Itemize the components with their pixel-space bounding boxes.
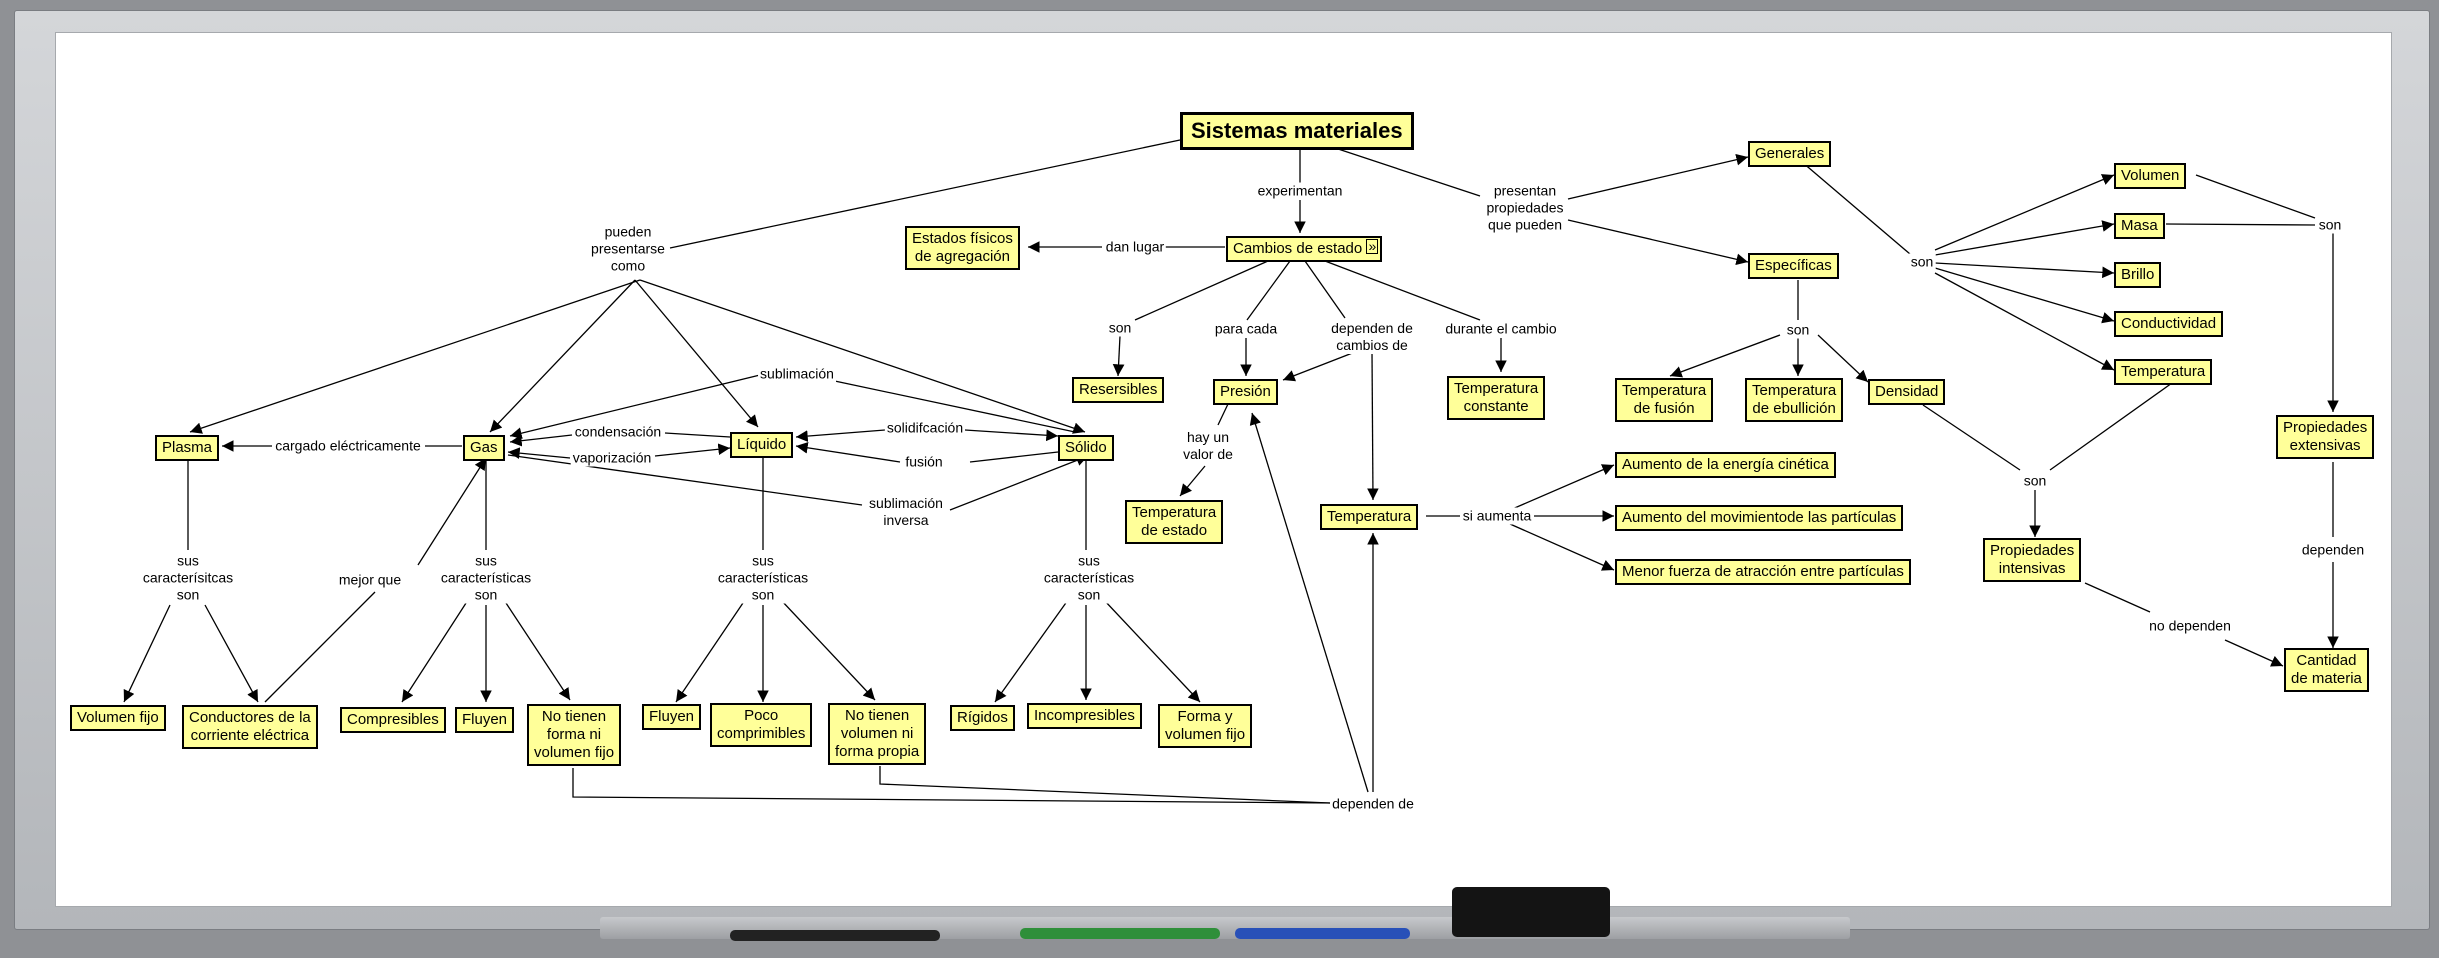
link-presentan-propiedades: presentan propiedades que pueden (1484, 182, 1566, 234)
link-si-aumenta: si aumenta (1460, 507, 1534, 525)
link-dan-lugar: dan lugar (1103, 238, 1167, 256)
concept-conductores: Conductores de la corriente eléctrica (182, 705, 318, 749)
concept-gas: Gas (463, 435, 505, 461)
concept-temperatura-ebullicion: Temperatura de ebullición (1745, 378, 1844, 422)
concept-densidad: Densidad (1868, 379, 1946, 405)
link-son-cambios: son (1106, 319, 1134, 337)
green-marker (1020, 928, 1220, 939)
link-fusion: fusión (903, 453, 945, 471)
eraser (1452, 887, 1610, 937)
whiteboard (55, 32, 2392, 907)
concept-no-tienen-volumen: No tienen volumen ni forma propia (828, 703, 927, 765)
link-vaporizacion: vaporización (570, 449, 654, 467)
concept-estados-fisicos: Estados físicos de agregación (905, 226, 1020, 270)
concept-temperatura-fusion: Temperatura de fusión (1615, 378, 1714, 422)
concept-volumen-fijo: Volumen fijo (70, 705, 166, 731)
link-dependen-de: dependen de (1330, 795, 1416, 813)
concept-solido: Sólido (1058, 435, 1114, 461)
link-dependen: dependen (2299, 541, 2367, 559)
concept-cambios-label: Cambios de estado (1233, 240, 1363, 257)
link-no-dependen: no dependen (2147, 617, 2233, 635)
link-caracteristicas-gas: sus características son (438, 552, 534, 604)
concept-menor-fuerza-atraccion: Menor fuerza de atracción entre partícul… (1615, 559, 1911, 585)
link-solidificacion: solidifcación (884, 419, 966, 437)
concept-propiedades-intensivas: Propiedades intensivas (1983, 538, 2082, 582)
concept-cambios-de-estado: Cambios de estado » (1226, 236, 1383, 262)
link-pueden-presentarse: pueden presentarse como (589, 223, 667, 275)
concept-especificas: Específicas (1748, 253, 1839, 279)
link-dependen-cambios: dependen de cambios de (1329, 320, 1415, 354)
concept-masa: Masa (2114, 213, 2165, 239)
concept-resersibles: Resersibles (1072, 377, 1165, 403)
concept-aumento-energia-cinetica: Aumento de la energía cinética (1615, 452, 1836, 478)
link-hay-un-valor: hay un valor de (1181, 429, 1235, 463)
link-son-generales: son (1908, 253, 1936, 271)
concept-volumen: Volumen (2114, 163, 2187, 189)
concept-temperatura: Temperatura (1320, 504, 1419, 530)
link-durante-el-cambio: durante el cambio (1443, 320, 1559, 338)
link-caracteristicas-liquido: sus características son (715, 552, 811, 604)
concept-propiedades-extensivas: Propiedades extensivas (2276, 415, 2375, 459)
black-marker (730, 930, 940, 941)
concept-fluyen-liquido: Fluyen (642, 704, 702, 730)
link-experimentan: experimentan (1255, 182, 1345, 200)
concept-cantidad-de-materia: Cantidad de materia (2284, 648, 2369, 692)
concept-incompresibles: Incompresibles (1027, 703, 1142, 729)
concept-temperatura-propiedad: Temperatura (2114, 359, 2213, 385)
concept-aumento-movimiento: Aumento del movimientode las partículas (1615, 505, 1904, 531)
link-son-intensivas: son (2021, 472, 2049, 490)
link-mejor-que: mejor que (336, 571, 404, 589)
concept-sistemas-materiales: Sistemas materiales (1180, 112, 1414, 150)
concept-conductividad: Conductividad (2114, 311, 2224, 337)
concept-rigidos: Rígidos (950, 705, 1015, 731)
concept-fluyen-gas: Fluyen (455, 707, 515, 733)
concept-compresibles: Compresibles (340, 707, 446, 733)
link-cargado-electricamente: cargado eléctricamente (273, 437, 423, 455)
link-para-cada: para cada (1212, 320, 1280, 338)
concept-temperatura-constante: Temperatura constante (1447, 376, 1546, 420)
link-caracteristicas-solido: sus características son (1041, 552, 1137, 604)
concept-no-tienen-forma: No tienen forma ni volumen fijo (527, 704, 622, 766)
blue-marker (1235, 928, 1410, 939)
concept-plasma: Plasma (155, 435, 220, 461)
expand-icon[interactable]: » (1366, 238, 1379, 254)
link-condensacion: condensación (572, 423, 664, 441)
concept-generales: Generales (1748, 141, 1832, 167)
link-son-extensivas: son (2316, 216, 2344, 234)
link-sublimacion-inversa: sublimación inversa (867, 495, 945, 529)
concept-liquido: Líquido (730, 432, 794, 458)
link-son-especificas: son (1784, 321, 1812, 339)
concept-forma-volumen-fijo: Forma y volumen fijo (1158, 704, 1253, 748)
link-caracteristicas-plasma: sus caracterísitcas son (140, 552, 236, 604)
concept-brillo: Brillo (2114, 262, 2162, 288)
concept-presion: Presión (1213, 379, 1278, 405)
concept-poco-comprimibles: Poco comprimibles (710, 703, 813, 747)
link-sublimacion: sublimación (758, 365, 836, 383)
concept-temperatura-de-estado: Temperatura de estado (1125, 500, 1224, 544)
